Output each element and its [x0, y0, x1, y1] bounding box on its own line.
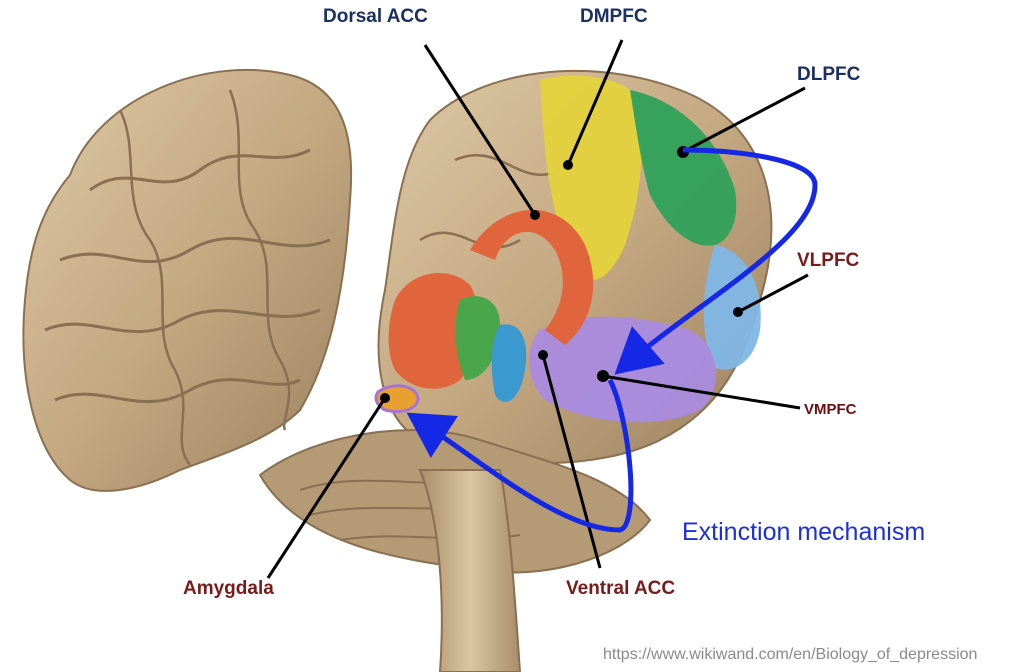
label-ventral-acc: Ventral ACC	[566, 578, 675, 600]
dot-amygdala	[380, 393, 390, 403]
dot-vmpfc	[597, 370, 609, 382]
label-dmpfc: DMPFC	[580, 6, 648, 28]
label-vmpfc: VMPFC	[804, 401, 857, 418]
label-amygdala: Amygdala	[183, 578, 274, 600]
lateral-brain-hemisphere	[23, 70, 351, 491]
label-dlpfc: DLPFC	[797, 64, 860, 86]
label-vlpfc: VLPFC	[797, 250, 859, 272]
dot-ventral-acc	[538, 350, 548, 360]
extinction-mechanism-annotation: Extinction mechanism	[682, 518, 925, 547]
label-dorsal-acc: Dorsal ACC	[323, 6, 428, 28]
source-url[interactable]: https://www.wikiwand.com/en/Biology_of_d…	[603, 646, 1013, 664]
dot-dorsal-acc	[530, 210, 540, 220]
dot-vlpfc	[733, 307, 743, 317]
dot-dmpfc	[563, 160, 573, 170]
